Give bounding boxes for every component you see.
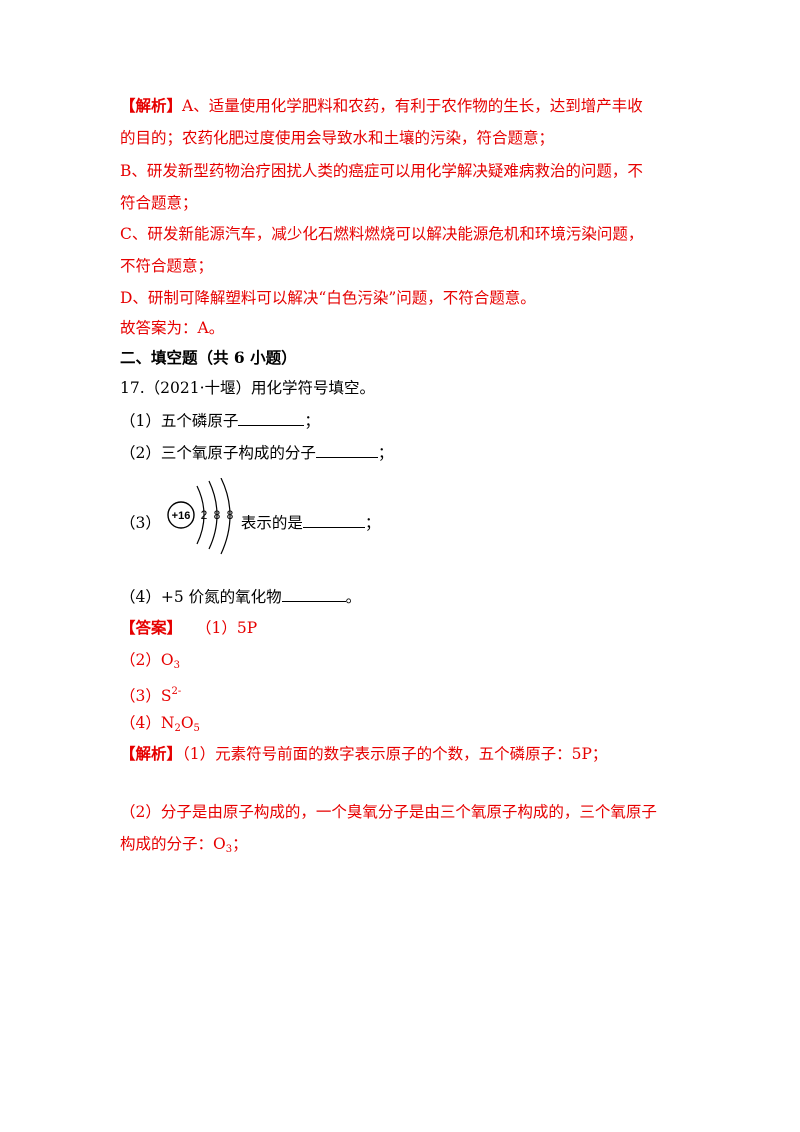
answer-17-line3: （3）S2- [120, 682, 181, 706]
explanation-17-p2-text: 构成的分子：O [120, 835, 226, 853]
explanation-a-line2: 的目的；农药化肥过度使用会导致水和土壤的污染，符合题意； [120, 129, 555, 147]
nucleus-circle [167, 501, 195, 529]
answer-4-mid: O [180, 714, 194, 732]
nucleus-charge: +16 [172, 510, 191, 522]
electron-shell-1 [196, 485, 205, 545]
explanation-answer: 故答案为：A。 [120, 319, 225, 337]
section-title: 二、填空题（共 6 小题） [120, 348, 297, 367]
question-17-part4: （4）+5 价氮的氧化物 。 [120, 586, 361, 607]
shell-3-electrons: 8 [227, 508, 234, 522]
question-17-part3: （3） 表示的是 ； [120, 512, 380, 533]
explanation-c-line2: 不符合题意； [120, 257, 214, 275]
q4-answer-blank [281, 586, 346, 602]
explanation-17-tag: 【解析】 [120, 744, 183, 763]
explanation-b-line2: 符合题意； [120, 194, 198, 212]
q3-text: 表示的是 [240, 514, 303, 532]
q4-suffix: 。 [345, 588, 362, 606]
answer-17-line1: 【答案】 （1）5P [120, 618, 257, 638]
atom-structure-diagram: +16 2 8 8 [167, 478, 234, 555]
answer-17-line4: （4）N2O5 [120, 713, 200, 739]
answer-2-text: （2）O [120, 651, 174, 669]
explanation-c-line1: C、研发新能源汽车，减少化石燃料燃烧可以解决能源危机和环境污染问题， [120, 225, 644, 243]
explanation-a-text: A、适量使用化学肥料和农药，有利于农作物的生长，达到增产丰收 [182, 97, 643, 115]
explanation-17-p2-line1: （2）分子是由原子构成的，一个臭氧分子是由三个氧原子构成的，三个氧原子 [120, 803, 657, 821]
shell-1-electrons: 2 [201, 508, 208, 522]
q2-answer-blank [315, 442, 378, 458]
q3-prefix: （3） [120, 514, 161, 532]
answer-3-text: （3）S [120, 687, 172, 705]
explanation-b-line1: B、研发新型药物治疗困扰人类的癌症可以用化学解决疑难病救治的问题，不 [120, 162, 643, 180]
q1-suffix: ； [304, 412, 320, 430]
explanation-17-p1: 【解析】（1）元素符号前面的数字表示原子的个数，五个磷原子：5P； [120, 744, 607, 764]
explanation-17-p2-subscript: 3 [225, 844, 233, 855]
electron-shell-3 [220, 478, 231, 555]
answer-1: （1）5P [196, 619, 258, 637]
question-17-part2: （2）三个氧原子构成的分子 ； [120, 442, 393, 463]
explanation-17-p2-line2: 构成的分子：O3； [120, 834, 248, 860]
q3-answer-blank [302, 512, 365, 528]
q2-text: （2）三个氧原子构成的分子 [120, 444, 316, 462]
explanation-17-p1-text: （1）元素符号前面的数字表示原子的个数，五个磷原子：5P； [182, 745, 608, 763]
answer-17-line2: （2）O3 [120, 650, 180, 676]
explanation-17-p2-suffix: ； [232, 835, 248, 853]
question-17-stem: 17.（2021·十堰）用化学符号填空。 [120, 379, 376, 397]
answer-3-superscript: 2- [171, 686, 182, 697]
q1-answer-blank [238, 410, 305, 426]
q2-suffix: ； [377, 444, 394, 462]
answer-4-text: （4）N [120, 714, 175, 732]
q4-text: （4）+5 价氮的氧化物 [120, 588, 282, 606]
answer-4-subscript-2: 5 [193, 723, 200, 734]
answer-2-subscript: 3 [173, 660, 180, 671]
answer-4-subscript-1: 2 [174, 723, 181, 734]
q1-text: （1）五个磷原子 [120, 412, 239, 430]
question-17-part1: （1）五个磷原子 ； [120, 410, 320, 431]
explanation-d-line: D、研制可降解塑料可以解决“白色污染”问题，不符合题意。 [120, 289, 536, 307]
q3-suffix: ； [364, 514, 381, 532]
explanation-a-line1: 【解析】A、适量使用化学肥料和农药，有利于农作物的生长，达到增产丰收 [120, 96, 643, 116]
shell-2-electrons: 8 [214, 508, 221, 522]
answer-tag: 【答案】 [120, 618, 183, 637]
explanation-tag: 【解析】 [120, 96, 183, 115]
electron-shell-2 [208, 480, 218, 550]
